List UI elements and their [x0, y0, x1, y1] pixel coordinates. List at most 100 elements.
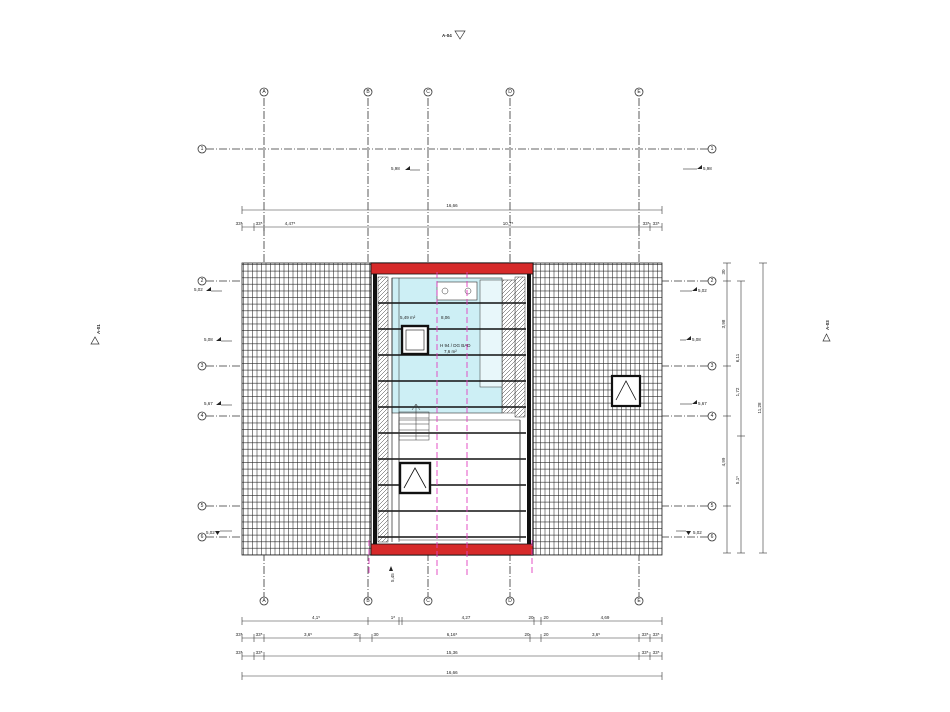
- dimension-label: 33⁵: [256, 221, 263, 226]
- dimension-label: 33⁵: [653, 221, 660, 226]
- dimension-label: 4,69: [601, 615, 610, 620]
- dimension-label: 15,36: [446, 650, 458, 655]
- roof-edge-top: [370, 262, 534, 275]
- dimension-label: 16,66: [446, 670, 458, 675]
- axis-label-e: E: [637, 89, 641, 95]
- dimension-label: 1,72: [735, 387, 740, 396]
- level-label: 5,45: [390, 573, 395, 582]
- axis-label-5: 5: [201, 503, 204, 509]
- level-label: 5,67: [204, 401, 213, 406]
- dimension-label: 33⁵: [236, 650, 243, 655]
- axis-label-a: A: [262, 89, 266, 95]
- axis-label-d: D: [508, 598, 512, 604]
- elevation-marker-top: A-04: [442, 30, 466, 40]
- dimension-label: 6,16⁵: [447, 632, 458, 637]
- elevation-triangle-icon: [90, 336, 100, 345]
- dimension-label: 20: [524, 632, 530, 637]
- dimension-chain-top: 16,66 33⁵ 33⁵ 4,47⁵ 10,7⁵ 33⁵ 33⁵: [236, 203, 663, 231]
- dimension-label: 4,1⁵: [312, 615, 320, 620]
- elevation-label-right: A-03: [825, 320, 830, 330]
- dimension-label: 10,7⁵: [503, 221, 514, 226]
- axis-label-b: B: [366, 598, 370, 604]
- level-arrow-icon: [405, 166, 410, 170]
- room-name-label: H 94 / DG BAD: [440, 343, 471, 348]
- level-arrow-icon: [692, 400, 697, 404]
- level-label: 5,02: [194, 287, 203, 292]
- dimension-label: 33⁵: [643, 221, 650, 226]
- dimension-label: 1⁸: [391, 615, 396, 620]
- level-arrow-icon: [686, 531, 691, 535]
- dimension-label: 30: [353, 632, 359, 637]
- axis-label-4: 4: [711, 413, 714, 419]
- room-note-label: 5,49 m²: [400, 315, 416, 320]
- column-bubbles-bottom: A B C D E: [259, 596, 644, 606]
- elevation-label-left: A-01: [96, 324, 101, 334]
- axis-label-4: 4: [201, 413, 204, 419]
- dimension-label: 33⁵: [256, 650, 263, 655]
- row-bubbles-right: 1 2 3 4 5 6: [707, 144, 717, 542]
- stair: [398, 403, 430, 441]
- dimension-label: 33⁵: [256, 632, 263, 637]
- dimension-label: 33⁵: [653, 632, 660, 637]
- axis-label-c: C: [426, 89, 430, 95]
- axis-label-6: 6: [201, 534, 204, 540]
- level-label: 5,98: [703, 166, 712, 171]
- level-labels: 5,98 5,98 5,02 5,02 5,08 5,08 5,67 5,67 …: [194, 165, 712, 582]
- dimension-label: 5,1⁵: [735, 476, 740, 484]
- dimension-label: 3,6⁵: [592, 632, 600, 637]
- level-label: 5,08: [692, 337, 701, 342]
- dimension-chain-bottom: 4,1⁵ 1⁸ 4,27 20 20 4,69 33⁵ 33⁵ 3,6⁵ 30 …: [236, 615, 663, 680]
- dimension-label: 20: [543, 615, 549, 620]
- axis-label-2: 2: [201, 278, 204, 284]
- dimension-label: 4,27: [462, 615, 471, 620]
- dimension-label: 3,98: [721, 319, 726, 328]
- elevation-marker-left: A-01: [90, 324, 101, 345]
- axis-label-d: D: [508, 89, 512, 95]
- level-label: 5,98: [391, 166, 400, 171]
- room-area-label: 8,06: [441, 315, 450, 320]
- axis-label-e: E: [637, 598, 641, 604]
- dimension-label: 11,28: [757, 402, 762, 413]
- axis-label-5: 5: [711, 503, 714, 509]
- dimension-label: 33⁵: [236, 221, 243, 226]
- dimension-chain-right: 30 3,98 4,99 6,11 1,72 5,1⁵ 11,28: [721, 262, 767, 554]
- axis-label-3: 3: [201, 363, 204, 369]
- dimension-label: 4,47⁵: [285, 221, 296, 226]
- dimension-label: 33⁵: [236, 632, 243, 637]
- level-label: 5,02: [206, 530, 215, 535]
- axis-label-1: 1: [711, 146, 714, 152]
- level-arrow-icon: [686, 336, 691, 340]
- elevation-marker-right: A-03: [822, 320, 831, 342]
- roof-tiles-right: [532, 262, 663, 556]
- dimension-label: 16,66: [446, 203, 458, 208]
- axis-label-6: 6: [711, 534, 714, 540]
- dimension-label: 20: [543, 632, 549, 637]
- dimension-label: 33⁵: [642, 632, 649, 637]
- level-arrow-icon: [692, 287, 697, 291]
- axis-label-b: B: [366, 89, 370, 95]
- level-label: 5,02: [698, 288, 707, 293]
- dimension-label: 30: [373, 632, 379, 637]
- level-label: 5,67: [698, 401, 707, 406]
- level-arrow-icon: [216, 401, 221, 405]
- level-arrow-icon: [215, 531, 220, 535]
- level-arrow-icon: [206, 287, 211, 291]
- dimension-label: 33⁵: [642, 650, 649, 655]
- level-arrow-icon: [697, 165, 702, 169]
- skylight-window: [400, 324, 430, 356]
- row-bubbles-left: 1 2 3 4 5 6: [197, 144, 207, 542]
- central-room: 8,06 H 94 / DG BAD 7,6 m² 5,49 m²: [370, 262, 534, 556]
- axis-label-a: A: [262, 598, 266, 604]
- room-sub-label: 7,6 m²: [444, 349, 457, 354]
- skylight-window: [610, 374, 642, 408]
- dimension-label: 33⁵: [653, 650, 660, 655]
- axis-label-c: C: [426, 598, 430, 604]
- level-arrow-icon: [389, 566, 393, 571]
- axis-label-3: 3: [711, 363, 714, 369]
- elevation-label-top: A-04: [442, 33, 452, 38]
- dimension-label: 6,11: [735, 353, 740, 362]
- dimension-label: 30: [721, 269, 726, 275]
- level-arrow-icon: [216, 337, 221, 341]
- elevation-triangle-icon: [822, 333, 831, 342]
